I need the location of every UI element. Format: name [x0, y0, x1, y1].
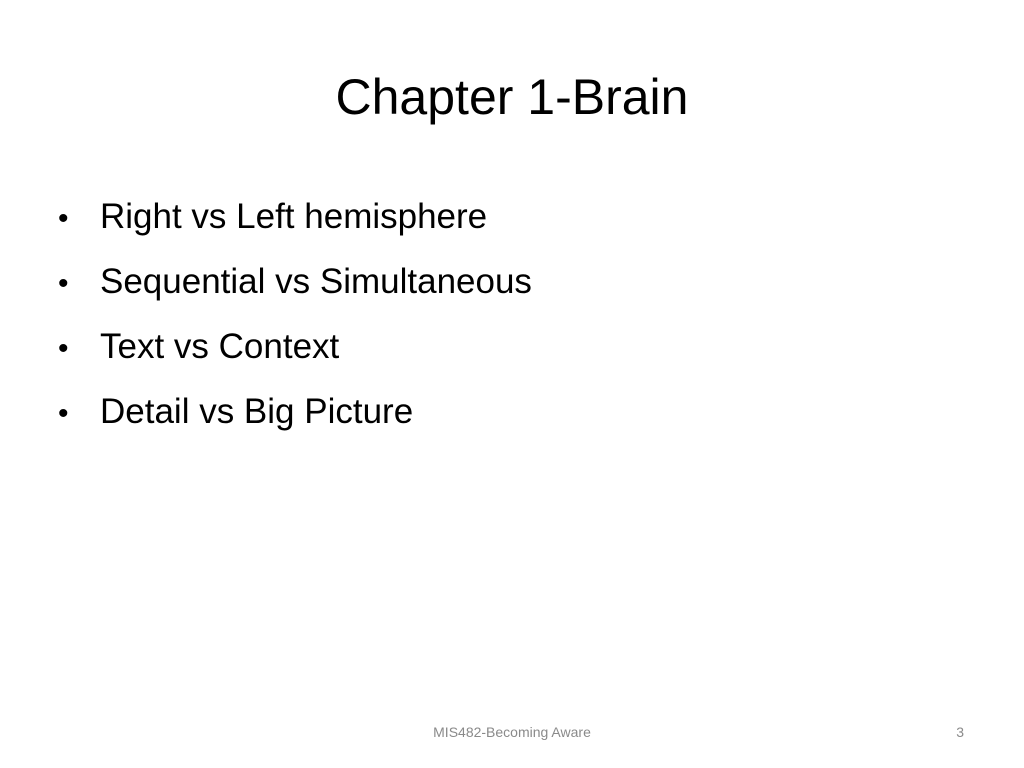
bullet-list: • Right vs Left hemisphere • Sequential …: [58, 184, 532, 444]
list-item: • Sequential vs Simultaneous: [58, 249, 532, 314]
slide-number: 3: [956, 724, 964, 740]
bullet-text: Sequential vs Simultaneous: [100, 262, 532, 301]
bullet-text: Right vs Left hemisphere: [100, 197, 488, 236]
list-item: • Right vs Left hemisphere: [58, 184, 532, 249]
list-item: • Detail vs Big Picture: [58, 379, 532, 444]
slide-title: Chapter 1-Brain: [335, 69, 689, 125]
bullet-icon: •: [58, 267, 69, 300]
bullet-text: Detail vs Big Picture: [100, 392, 414, 431]
list-item: • Text vs Context: [58, 314, 532, 379]
bullet-icon: •: [58, 397, 69, 430]
bullet-text: Text vs Context: [100, 327, 340, 366]
bullet-icon: •: [58, 332, 69, 365]
bullet-icon: •: [58, 202, 69, 235]
slide-footer: MIS482-Becoming Aware: [433, 724, 591, 740]
